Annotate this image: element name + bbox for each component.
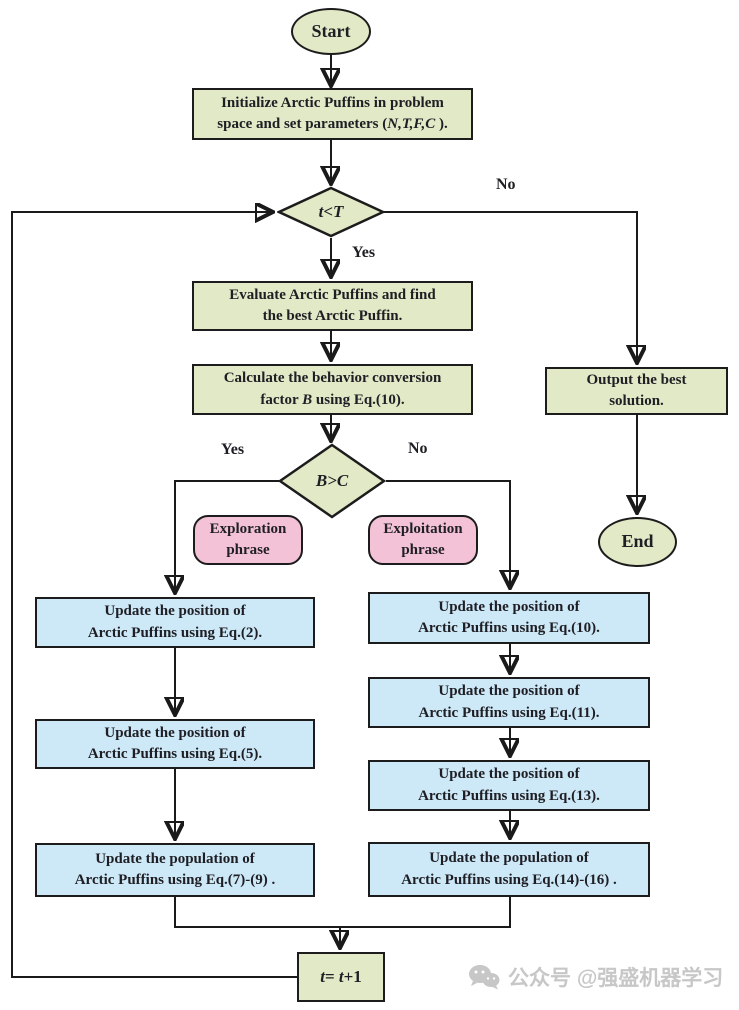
loop-yes-label: Yes [352,244,376,261]
left-eq2-line1: Update the position of [104,603,246,620]
calculate-line2-pre: factor [260,391,303,408]
exploitation-line2: phrase [401,542,445,558]
edge-left3-to-merge [174,897,340,928]
loop-no-label: No [496,176,516,193]
left-eq5-line2: Arctic Puffins using Eq.(5). [87,746,263,762]
left-update-eq2-label: Update the position of Arctic Puffins us… [88,601,262,644]
right-eq11-line2: Arctic Puffins using Eq.(11). [418,704,600,721]
watermark: 公众号 @强盛机器学习 [468,962,723,992]
exploration-phrase-box: Exploration phrase [193,515,303,565]
output-line2: solution. [609,393,664,409]
watermark-text: 公众号 @强盛机器学习 [508,967,724,990]
left-eq5-line1: Update the position of [104,724,246,741]
calculate-var-B: B [302,391,313,408]
right-update-eq13-label: Update the position of Arctic Puffins us… [418,764,600,807]
right-eq13-line2: Arctic Puffins using Eq.(13). [418,787,600,804]
calculate-label: Calculate the behavior conversion factor… [224,368,442,411]
loop-op: < [323,202,334,221]
right-update-eq11-label: Update the position of Arctic Puffins us… [419,681,600,724]
edge-counter-loopback [11,212,297,978]
behavior-decision-shape [278,443,386,519]
edge-behavior-yes-to-left1 [175,480,279,590]
counter-box: t= t+1 [297,952,385,1002]
counter-var1: t [320,966,325,986]
behavior-yes-label: Yes [221,441,245,458]
left-update-population-label: Update the population of Arctic Puffins … [75,849,276,892]
evaluate-box: Evaluate Arctic Puffins and find the bes… [192,281,473,331]
end-label: End [621,531,654,552]
right-update-population-box: Update the population of Arctic Puffins … [368,842,650,897]
behavior-decision-label: B > C [278,443,386,519]
left-eq2-line2: Arctic Puffins using Eq.(2). [87,624,263,641]
edge-behavior-no-to-right1 [386,480,510,585]
behavior-decision-diamond: B > C [278,443,386,519]
left-pop-line1: Update the population of [95,850,255,867]
initialize-label: Initialize Arctic Puffins in problem spa… [217,93,447,136]
right-eq11-line1: Update the position of [438,683,580,700]
right-pop-line1: Update the population of [429,850,589,867]
exploration-line2: phrase [226,542,270,558]
start-node: Start [291,8,371,55]
left-update-eq5-box: Update the position of Arctic Puffins us… [35,719,315,769]
initialize-params: N,T,F,C [387,116,436,132]
output-box: Output the best solution. [545,367,728,415]
wechat-icon [469,965,500,990]
exploitation-line1: Exploitation [383,520,463,537]
calculate-line2-post: using Eq.(10). [312,391,405,408]
counter-var2: t [338,966,344,986]
evaluate-line1: Evaluate Arctic Puffins and find [229,286,436,303]
behavior-var-C: C [336,471,349,490]
behavior-var-B: B [315,471,328,490]
right-update-eq13-box: Update the position of Arctic Puffins us… [368,760,650,811]
output-line1: Output the best [586,371,687,388]
right-update-eq11-box: Update the position of Arctic Puffins us… [368,677,650,728]
loop-decision-shape [277,186,385,238]
loop-decision-diamond: t < T [277,186,385,238]
end-node: End [598,517,677,567]
loop-var-t: t [318,202,324,221]
evaluate-line2: the best Arctic Puffin. [262,308,403,324]
right-eq10-line2: Arctic Puffins using Eq.(10). [418,620,600,636]
start-label: Start [311,20,351,41]
loop-var-T: T [333,202,344,221]
calculate-box: Calculate the behavior conversion factor… [192,364,473,415]
exploitation-phrase-box: Exploitation phrase [368,515,478,565]
right-update-eq10-label: Update the position of Arctic Puffins us… [418,597,600,640]
left-update-population-box: Update the population of Arctic Puffins … [35,843,315,897]
exploitation-label: Exploitation phrase [383,519,462,562]
initialize-line1: Initialize Arctic Puffins in problem [221,94,444,111]
exploration-label: Exploration phrase [210,519,287,562]
exploration-line1: Exploration [209,520,287,537]
left-update-eq2-box: Update the position of Arctic Puffins us… [35,597,315,648]
counter-post: +1 [343,966,362,986]
behavior-op: > [327,471,337,490]
initialize-box: Initialize Arctic Puffins in problem spa… [192,88,473,140]
initialize-line2-pre: space and set parameters ( [217,116,388,132]
counter-mid: = [324,966,339,986]
calculate-line1: Calculate the behavior conversion [223,370,442,387]
right-pop-line2: Arctic Puffins using Eq.(14)-(16) . [401,871,617,888]
behavior-no-label: No [408,440,428,457]
right-update-population-label: Update the population of Arctic Puffins … [401,848,617,891]
initialize-line2-post: ). [435,116,448,132]
output-label: Output the best solution. [586,370,686,413]
edge-right4-to-merge [340,897,511,928]
loop-decision-label: t < T [277,186,385,238]
right-eq13-line1: Update the position of [438,766,580,783]
right-eq10-line1: Update the position of [438,598,580,615]
left-pop-line2: Arctic Puffins using Eq.(7)-(9) . [74,872,276,888]
right-update-eq10-box: Update the position of Arctic Puffins us… [368,592,650,644]
edge-loop-no-to-output [384,211,637,360]
evaluate-label: Evaluate Arctic Puffins and find the bes… [229,285,435,328]
counter-label: t= t+1 [320,965,362,989]
left-update-eq5-label: Update the position of Arctic Puffins us… [88,723,262,766]
